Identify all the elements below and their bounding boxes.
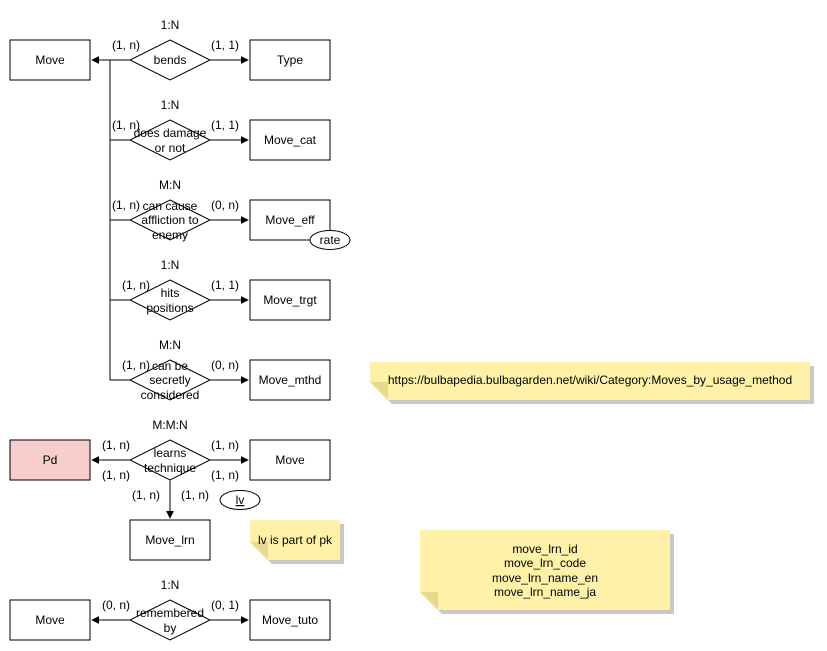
connectors	[91, 56, 249, 624]
relationship-affliction[interactable]: can cause affliction to enemy M:N (1, n)…	[112, 178, 239, 242]
cardinality-left: (1, n)	[112, 38, 140, 52]
entity-label: Move_eff	[265, 213, 315, 227]
note-fields[interactable]: move_lrn_id move_lrn_code move_lrn_name_…	[420, 530, 674, 614]
entity-pd[interactable]: Pd	[9, 439, 91, 481]
entity-move-cat[interactable]: Move_cat	[249, 119, 331, 161]
entity-move-eff[interactable]: Move_eff	[249, 199, 331, 241]
cardinality-down-left: (1, n)	[132, 488, 160, 502]
cardinality-right: (0, n)	[211, 358, 239, 372]
entity-label: Move_lrn	[145, 533, 194, 547]
cardinality-left: (1, n)	[122, 358, 150, 372]
relationship-label-line-1: can cause	[143, 199, 198, 213]
entity-move-mthd[interactable]: Move_mthd	[249, 359, 331, 401]
cardinality-type: 1:N	[161, 578, 180, 592]
entity-move-2[interactable]: Move	[249, 439, 331, 481]
cardinality-type: 1:N	[161, 98, 180, 112]
relationship-label-line-1: remembered	[136, 606, 204, 620]
relationship-label-line-3: enemy	[152, 228, 188, 242]
cardinality-right: (0, 1)	[211, 598, 239, 612]
relationship-bends[interactable]: bends 1:N (1, n) (1, 1)	[112, 18, 239, 81]
note-field-line-1: move_lrn_id	[512, 542, 577, 556]
attribute-lv[interactable]: lv	[219, 490, 261, 510]
note-url-text: https://bulbapedia.bulbagarden.net/wiki/…	[388, 373, 792, 387]
relationship-label-line-2: technique	[144, 461, 196, 475]
cardinality-left: (1, n)	[112, 118, 140, 132]
entity-type[interactable]: Type	[249, 39, 331, 81]
relationship-label-line-2: positions	[146, 301, 193, 315]
entity-label: Pd	[43, 453, 58, 467]
relationship-label-line-1: can be	[152, 359, 188, 373]
entity-move-trgt[interactable]: Move_trgt	[249, 279, 331, 321]
entity-move-tuto[interactable]: Move_tuto	[249, 599, 331, 641]
entity-label: Move_trgt	[263, 293, 317, 307]
attribute-rate[interactable]: rate	[309, 230, 351, 250]
cardinality-type: M:N	[159, 338, 181, 352]
cardinality-right-top: (1, n)	[211, 438, 239, 452]
cardinality-right: (0, n)	[211, 198, 239, 212]
cardinality-right: (1, 1)	[211, 38, 239, 52]
cardinality-left: (1, n)	[112, 198, 140, 212]
entity-label: Move	[35, 613, 65, 627]
note-field-line-3: move_lrn_name_en	[492, 571, 598, 585]
attribute-label: lv	[236, 493, 245, 507]
cardinality-type: M:N	[159, 178, 181, 192]
relationship-damage[interactable]: does damage or not 1:N (1, n) (1, 1)	[112, 98, 239, 161]
cardinality-left-top: (1, n)	[102, 438, 130, 452]
cardinality-left-bottom: (1, n)	[102, 468, 130, 482]
cardinality-type: 1:N	[161, 258, 180, 272]
cardinality-left: (1, n)	[122, 278, 150, 292]
note-pk[interactable]: lv is part of pk	[250, 520, 344, 564]
note-url[interactable]: https://bulbapedia.bulbagarden.net/wiki/…	[370, 362, 814, 404]
cardinality-right-bottom: (1, n)	[211, 468, 239, 482]
attribute-label: rate	[320, 233, 341, 247]
relationship-label-line-2: secretly	[149, 373, 190, 387]
cardinality-right: (1, 1)	[211, 118, 239, 132]
relationship-label-line-2: or not	[155, 141, 186, 155]
entity-move-3[interactable]: Move	[9, 599, 91, 641]
entity-move-1[interactable]: Move	[9, 39, 91, 81]
relationship-label-line-1: learns	[154, 446, 187, 460]
relationship-secretly[interactable]: can be secretly considered M:N (1, n) (0…	[122, 338, 239, 402]
relationship-label-line-2: affliction to	[141, 213, 198, 227]
cardinality-left: (0, n)	[102, 598, 130, 612]
entity-label: Type	[277, 53, 303, 67]
relationship-label-line-1: hits	[161, 286, 180, 300]
cardinality-type: M:M:N	[152, 418, 187, 432]
relationship-label-line-1: does damage	[134, 126, 207, 140]
note-field-line-4: move_lrn_name_ja	[494, 585, 596, 599]
entity-label: Move_mthd	[259, 373, 322, 387]
entity-label: Move	[275, 453, 305, 467]
entity-label: Move	[35, 53, 65, 67]
relationship-learns[interactable]: learns technique M:M:N (1, n) (1, n) (1,…	[102, 418, 239, 502]
relationship-label-line-3: considered	[141, 388, 200, 402]
relationship-remembered[interactable]: remembered by 1:N (0, n) (0, 1)	[102, 578, 239, 641]
entity-label: Move_tuto	[262, 613, 318, 627]
cardinality-type: 1:N	[161, 18, 180, 32]
relationship-label: bends	[154, 53, 187, 67]
note-pk-text: lv is part of pk	[258, 533, 333, 547]
entity-move-lrn[interactable]: Move_lrn	[129, 519, 211, 561]
relationship-hits[interactable]: hits positions 1:N (1, n) (1, 1)	[122, 258, 239, 321]
cardinality-right: (1, 1)	[211, 278, 239, 292]
entity-label: Move_cat	[264, 133, 317, 147]
note-field-line-2: move_lrn_code	[504, 556, 586, 570]
relationship-label-line-2: by	[164, 621, 177, 635]
cardinality-down-right: (1, n)	[181, 488, 209, 502]
